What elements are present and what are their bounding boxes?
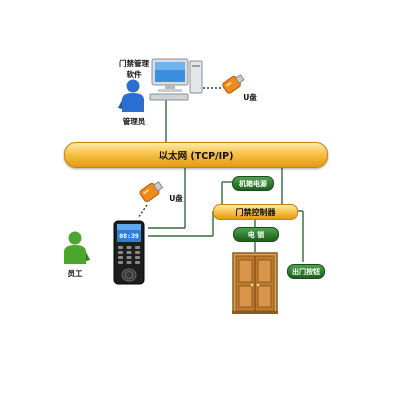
exit-button-box: 出门按钮 [287, 264, 325, 279]
usb-drive-icon [139, 181, 164, 202]
ethernet-bus: 以太网 (TCP/IP) [64, 142, 328, 168]
electric-lock-box: 电 锁 [233, 227, 279, 242]
admin-label: 管理员 [122, 117, 146, 126]
chassis-power-box: 机箱电源 [232, 176, 274, 191]
door-icon [232, 252, 278, 314]
usb-mid-label: U盘 [169, 194, 183, 203]
software-label-line1: 门禁管理 [119, 59, 149, 68]
software-label-line2: 软件 [126, 70, 142, 79]
terminal-time-text: 08:39 [119, 232, 139, 240]
employee-person-icon [64, 231, 90, 264]
admin-person-icon [118, 79, 144, 112]
usb-drive-icon [222, 74, 245, 94]
software-label: 门禁管理 软件 [112, 58, 156, 80]
computer-icon [149, 58, 203, 101]
employee-label: 员工 [67, 269, 83, 278]
fingerprint-terminal-icon: 08:39 [113, 220, 145, 285]
access-controller-box: 门禁控制器 [213, 204, 298, 220]
usb-top-label: U盘 [243, 93, 257, 102]
ethernet-label: 以太网 (TCP/IP) [158, 151, 234, 162]
